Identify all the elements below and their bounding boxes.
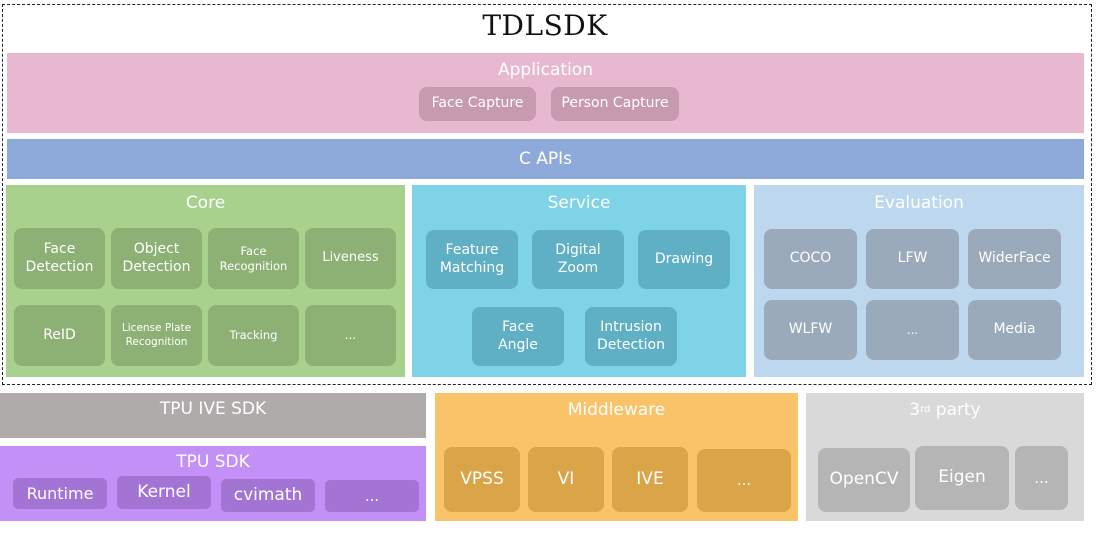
application-label: Application — [498, 60, 593, 80]
chip-person-capture: Person Capture — [551, 87, 679, 121]
middleware-label: Middleware — [567, 400, 666, 420]
chip-license-plate-recognition: License Plate Recognition — [111, 305, 202, 366]
tpu-sdk-layer: TPU SDK Runtime Kernel cvimath ... — [0, 446, 426, 521]
evaluation-label: Evaluation — [874, 193, 964, 213]
chip-evaluation-more: ... — [866, 300, 959, 360]
middleware-module: Middleware VPSS VI IVE ... — [435, 393, 798, 521]
c-apis-layer: C APIs — [7, 139, 1084, 179]
tpu-ive-sdk-layer: TPU IVE SDK — [0, 393, 426, 438]
diagram-title: TDLSDK — [482, 8, 608, 42]
service-label: Service — [547, 193, 611, 213]
chip-media: Media — [968, 300, 1061, 360]
chip-digital-zoom: Digital Zoom — [532, 230, 624, 289]
chip-vi: VI — [528, 447, 604, 512]
tdlsdk-boundary — [2, 4, 1092, 385]
chip-object-detection: Object Detection — [111, 228, 202, 289]
tpu-sdk-label: TPU SDK — [176, 452, 250, 472]
chip-kernel: Kernel — [117, 476, 211, 509]
core-module: Core Face Detection Object Detection Fac… — [6, 185, 405, 377]
chip-lfw: LFW — [866, 229, 959, 289]
chip-coco: COCO — [764, 229, 857, 289]
chip-face-detection: Face Detection — [14, 228, 105, 289]
core-label: Core — [185, 193, 226, 213]
chip-face-recognition: Face Recognition — [208, 228, 299, 289]
chip-wlfw: WLFW — [764, 300, 857, 360]
chip-cvimath: cvimath — [221, 479, 315, 512]
chip-face-capture: Face Capture — [419, 87, 536, 121]
application-layer: Application Face Capture Person Capture — [7, 53, 1084, 133]
chip-eigen: Eigen — [915, 446, 1009, 510]
service-module: Service Feature Matching Digital Zoom Dr… — [412, 185, 746, 377]
evaluation-module: Evaluation COCO LFW WiderFace WLFW ... M… — [754, 185, 1084, 377]
chip-vpss: VPSS — [444, 447, 520, 512]
chip-widerface: WiderFace — [968, 229, 1061, 289]
chip-middleware-more: ... — [697, 449, 791, 512]
third-party-label-rest: party — [930, 400, 981, 420]
chip-feature-matching: Feature Matching — [426, 230, 518, 289]
chip-opencv: OpenCV — [818, 448, 910, 512]
chip-liveness: Liveness — [305, 228, 396, 289]
chip-intrusion-detection: Intrusion Detection — [585, 307, 677, 366]
chip-tpu-sdk-more: ... — [325, 480, 419, 512]
third-party-label-main: 3 — [909, 400, 921, 420]
chip-reid: ReID — [14, 305, 105, 366]
chip-face-angle: Face Angle — [472, 307, 564, 366]
chip-ive: IVE — [612, 447, 688, 512]
chip-drawing: Drawing — [638, 230, 730, 289]
chip-runtime: Runtime — [13, 478, 107, 509]
chip-third-party-more: ... — [1015, 446, 1068, 510]
chip-tracking: Tracking — [208, 305, 299, 366]
chip-core-more: ... — [305, 305, 396, 366]
